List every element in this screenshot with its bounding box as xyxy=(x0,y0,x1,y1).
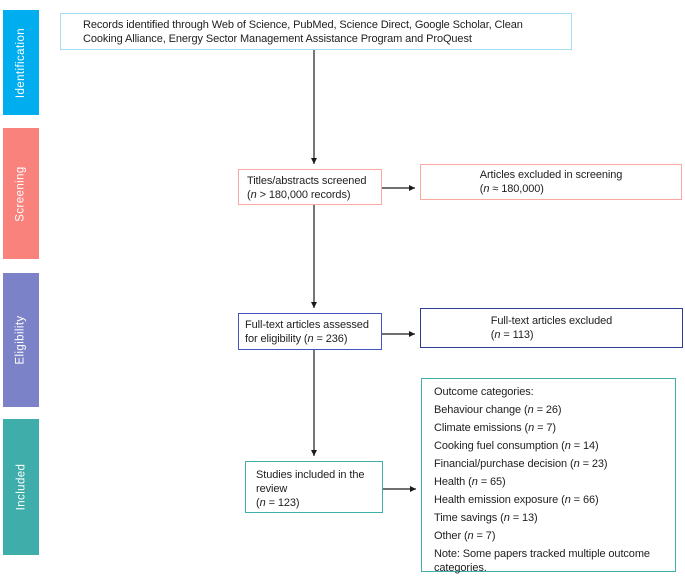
titles-abstracts-screened-count: (n > 180,000 records) xyxy=(247,189,351,201)
outcome-behaviour-change: Behaviour change (n = 26) xyxy=(434,404,562,416)
stage-screening: Screening xyxy=(3,128,39,259)
outcome-categories-box: Outcome categories: Behaviour change (n … xyxy=(421,378,676,574)
stage-identification: Identification xyxy=(3,10,39,115)
articles-excluded-screening-box: Articles excluded in screening (n ≈ 180,… xyxy=(420,164,682,200)
articles-excluded-screening-count: (n ≈ 180,000) xyxy=(479,183,544,195)
fulltext-assessed-text: Full-text articles assessed xyxy=(245,319,369,331)
stage-eligibility-label: Eligibility xyxy=(15,315,28,365)
outcome-health: Health (n = 65) xyxy=(434,476,506,488)
records-identified-text: Records identified through Web of Scienc… xyxy=(83,19,523,45)
studies-included-text-2: review xyxy=(256,483,288,495)
fulltext-assessed-count: for eligibility (n = 236) xyxy=(245,333,348,345)
stage-included: Included xyxy=(3,419,39,555)
articles-excluded-screening-text: Articles excluded in screening xyxy=(479,169,623,181)
titles-abstracts-screened-text: Titles/abstracts screened xyxy=(247,175,367,187)
outcome-time-savings: Time savings (n = 13) xyxy=(434,512,538,524)
stage-identification-label: Identification xyxy=(15,27,28,98)
stage-eligibility: Eligibility xyxy=(3,273,39,407)
outcome-cooking-fuel: Cooking fuel consumption (n = 14) xyxy=(434,440,599,452)
stage-included-label: Included xyxy=(15,463,27,511)
records-identified-box: Records identified through Web of Scienc… xyxy=(60,13,572,50)
outcome-note: Note: Some papers tracked multiple outco… xyxy=(434,548,650,574)
fulltext-excluded-text: Full-text articles excluded xyxy=(490,315,613,327)
studies-included-box: Studies included in the review (n = 123) xyxy=(245,461,383,513)
outcome-health-emission: Health emission exposure (n = 66) xyxy=(434,494,599,506)
outcome-other: Other (n = 7) xyxy=(434,530,496,542)
titles-abstracts-screened-box: Titles/abstracts screened (n > 180,000 r… xyxy=(238,169,382,205)
fulltext-excluded-count: (n = 113) xyxy=(490,329,534,341)
stage-screening-label: Screening xyxy=(15,165,28,222)
fulltext-assessed-box: Full-text articles assessed for eligibil… xyxy=(238,313,382,350)
outcome-heading: Outcome categories: xyxy=(434,386,534,398)
studies-included-count: (n = 123) xyxy=(256,497,300,509)
outcome-climate-emissions: Climate emissions (n = 7) xyxy=(434,422,556,434)
studies-included-text-1: Studies included in the xyxy=(256,469,365,481)
outcome-financial-decision: Financial/purchase decision (n = 23) xyxy=(434,458,608,470)
fulltext-excluded-box: Full-text articles excluded (n = 113) xyxy=(420,308,683,348)
